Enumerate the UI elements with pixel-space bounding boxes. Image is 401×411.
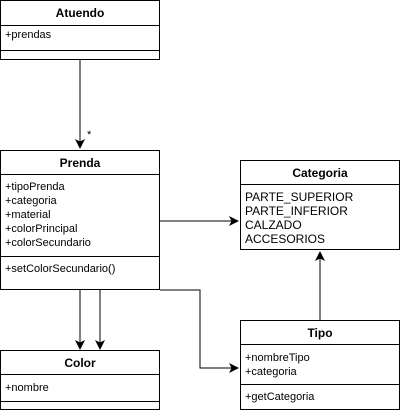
attribute: +material: [5, 209, 51, 221]
multiplicity-label: *: [87, 129, 92, 141]
attribute: +colorSecundario: [5, 237, 91, 249]
edge-prenda-tipo: [160, 289, 239, 373]
methods-section: [1, 402, 159, 409]
enum-value: PARTE_SUPERIOR: [245, 190, 354, 204]
methods-section: [1, 51, 159, 59]
class-atuendo[interactable]: Atuendo +prendas: [0, 0, 160, 60]
enum-value: CALZADO: [245, 218, 302, 232]
class-title: Color: [1, 351, 159, 375]
class-title: Atuendo: [1, 1, 159, 26]
enum-values-section: PARTE_SUPERIOR PARTE_INFERIOR CALZADO AC…: [241, 185, 399, 248]
class-categoria[interactable]: Categoria PARTE_SUPERIOR PARTE_INFERIOR …: [240, 160, 400, 250]
attribute: +prendas: [5, 29, 52, 41]
enum-value: ACCESORIOS: [245, 232, 326, 246]
methods-section: +getCategoria: [241, 385, 399, 406]
class-title: Tipo: [241, 321, 399, 345]
attribute: +colorPrincipal: [5, 223, 78, 235]
class-title: Categoria: [241, 161, 399, 185]
class-tipo[interactable]: Tipo +nombreTipo +categoria +getCategori…: [240, 320, 400, 410]
attribute: +nombreTipo: [245, 352, 310, 364]
methods-section: +setColorSecundario(): [1, 257, 159, 278]
attribute: +nombre: [5, 382, 49, 394]
attributes-section: +nombre: [1, 375, 159, 402]
attribute: +tipoPrenda: [5, 181, 65, 193]
enum-value: PARTE_INFERIOR: [245, 204, 348, 218]
attributes-section: +prendas: [1, 26, 159, 51]
method: +getCategoria: [245, 391, 315, 403]
class-prenda[interactable]: Prenda +tipoPrenda +categoria +material …: [0, 150, 160, 290]
attributes-section: +tipoPrenda +categoria +material +colorP…: [1, 175, 159, 257]
class-color[interactable]: Color +nombre: [0, 350, 160, 410]
attribute: +categoria: [245, 366, 297, 378]
class-title: Prenda: [1, 151, 159, 175]
attribute: +categoria: [5, 195, 57, 207]
attributes-section: +nombreTipo +categoria: [241, 345, 399, 385]
method: +setColorSecundario(): [5, 263, 116, 275]
